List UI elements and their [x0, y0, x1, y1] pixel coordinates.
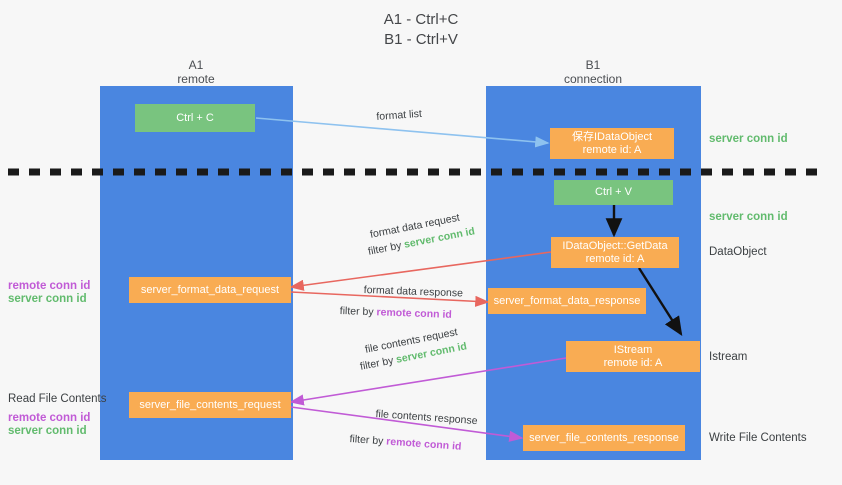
right-label-server-conn-id-second: server conn id [709, 211, 788, 223]
title-line-2: B1 - Ctrl+V [384, 31, 458, 48]
right-label-istream: Istream [709, 351, 748, 363]
column-header-a1-name: A1 [188, 58, 204, 72]
right-label-dataobject: DataObject [709, 246, 767, 258]
column-header-a1: A1 remote [101, 58, 291, 86]
node-ctrl-v-label: Ctrl + V [595, 186, 632, 198]
node-server-format-data-request[interactable]: server_format_data_request [129, 277, 291, 303]
left-label-remote-conn-id-1: remote conn id [8, 280, 91, 292]
connector-format-list [255, 117, 550, 148]
column-header-b1-sub: connection [563, 72, 623, 86]
node-istream[interactable]: IStream remote id: A [566, 341, 700, 372]
node-istream-line2: remote id: A [603, 356, 663, 369]
connector-getdata-to-istream [637, 267, 683, 337]
left-label-server-conn-id-1: server conn id [8, 293, 87, 305]
left-label-remote-conn-id-2: remote conn id [8, 412, 91, 424]
connector-format-data-request [289, 251, 552, 291]
node-server-file-contents-response-label: server_file_contents_response [529, 431, 679, 444]
node-server-format-data-response-label: server_format_data_response [493, 294, 641, 307]
node-idataobject-getdata-line1: IDataObject::GetData [562, 239, 668, 252]
node-server-format-data-request-label: server_format_data_request [140, 283, 280, 296]
node-server-file-contents-request[interactable]: server_file_contents_request [129, 392, 291, 418]
node-save-idataobject[interactable]: 保存IDataObject remote id: A [550, 128, 674, 159]
node-save-idataobject-line1: 保存IDataObject [571, 130, 653, 143]
column-header-b1: B1 connection [498, 58, 688, 86]
node-server-file-contents-response[interactable]: server_file_contents_response [523, 425, 685, 451]
right-label-write-file-contents: Write File Contents [709, 432, 807, 444]
left-label-read-file-contents: Read File Contents [8, 393, 107, 405]
connector-format-data-response [290, 291, 490, 307]
node-save-idataobject-line2: remote id: A [582, 143, 642, 156]
node-ctrl-c[interactable]: Ctrl + C [135, 104, 255, 132]
node-server-file-contents-request-label: server_file_contents_request [139, 398, 281, 411]
node-idataobject-getdata-line2: remote id: A [585, 252, 645, 265]
node-ctrl-v[interactable]: Ctrl + V [554, 180, 673, 205]
diagram-title: A1 - Ctrl+C B1 - Ctrl+V [0, 10, 842, 50]
connector-file-contents-response [290, 406, 524, 442]
filter-by-prefix: filter by [349, 433, 387, 448]
edge-label-format-list-text: format list [376, 107, 423, 123]
node-ctrl-c-label: Ctrl + C [176, 111, 214, 124]
filter-by-prefix: filter by [339, 305, 377, 319]
column-header-b1-name: B1 [585, 58, 601, 72]
edge-label-format-data-response-text: format data response [363, 284, 464, 300]
column-header-a1-sub: remote [177, 72, 215, 86]
node-server-format-data-response[interactable]: server_format_data_response [488, 288, 646, 314]
node-istream-line1: IStream [613, 343, 653, 356]
filter-key-remote-conn-id: remote conn id [376, 306, 452, 321]
right-label-server-conn-id-top: server conn id [709, 133, 788, 145]
node-idataobject-getdata[interactable]: IDataObject::GetData remote id: A [551, 237, 679, 268]
title-line-1: A1 - Ctrl+C [383, 11, 459, 28]
connector-file-contents-request [289, 357, 567, 406]
left-label-server-conn-id-2: server conn id [8, 425, 87, 437]
